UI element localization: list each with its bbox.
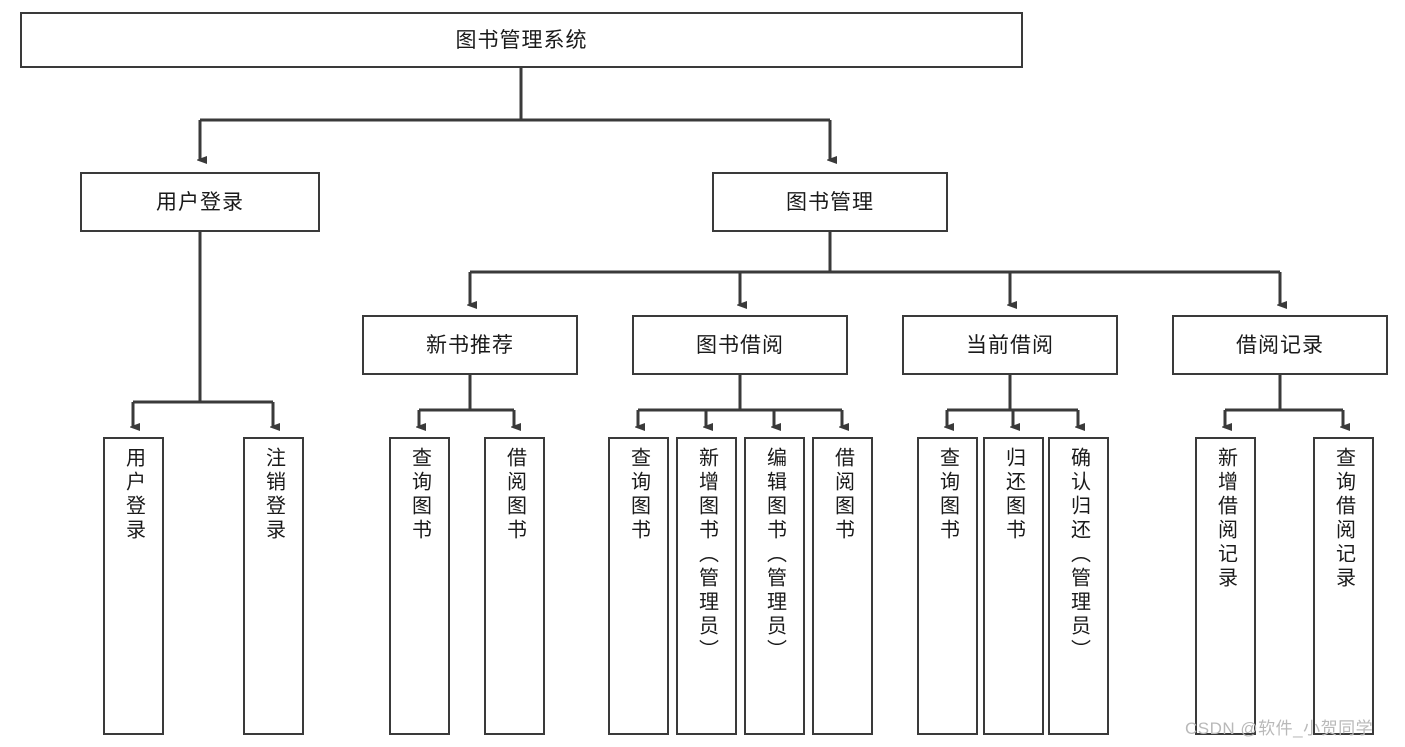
leaf-recommend-query-book-label: 查询图书 bbox=[408, 447, 431, 543]
leaf-return-book[interactable]: 归还图书 bbox=[983, 437, 1044, 735]
leaf-logout-label: 注销登录 bbox=[262, 447, 285, 543]
node-root-label: 图书管理系统 bbox=[455, 28, 588, 52]
leaf-current-query-book[interactable]: 查询图书 bbox=[917, 437, 978, 735]
leaf-add-borrow-record-label: 新增借阅记录 bbox=[1214, 447, 1237, 591]
leaf-recommend-query-book[interactable]: 查询图书 bbox=[389, 437, 450, 735]
leaf-borrow-book-label: 借阅图书 bbox=[831, 447, 854, 543]
node-borrow-record[interactable]: 借阅记录 bbox=[1172, 315, 1388, 375]
node-root[interactable]: 图书管理系统 bbox=[20, 12, 1023, 68]
leaf-recommend-borrow-book-label: 借阅图书 bbox=[503, 447, 526, 543]
node-new-book-recommend-label: 新书推荐 bbox=[426, 333, 514, 357]
leaf-add-borrow-record[interactable]: 新增借阅记录 bbox=[1195, 437, 1256, 735]
leaf-confirm-return-admin-label: 确认归还（管理员） bbox=[1067, 447, 1090, 663]
leaf-borrow-query-book-label: 查询图书 bbox=[627, 447, 650, 543]
node-user-login[interactable]: 用户登录 bbox=[80, 172, 320, 232]
leaf-return-book-label: 归还图书 bbox=[1002, 447, 1025, 543]
leaf-user-login[interactable]: 用户登录 bbox=[103, 437, 164, 735]
leaf-edit-book-admin-label: 编辑图书（管理员） bbox=[763, 447, 786, 663]
leaf-add-book-admin-label: 新增图书（管理员） bbox=[695, 447, 718, 663]
node-current-borrow[interactable]: 当前借阅 bbox=[902, 315, 1118, 375]
node-borrow-record-label: 借阅记录 bbox=[1236, 333, 1324, 357]
leaf-confirm-return-admin[interactable]: 确认归还（管理员） bbox=[1048, 437, 1109, 735]
node-new-book-recommend[interactable]: 新书推荐 bbox=[362, 315, 578, 375]
leaf-add-book-admin[interactable]: 新增图书（管理员） bbox=[676, 437, 737, 735]
node-current-borrow-label: 当前借阅 bbox=[966, 333, 1054, 357]
leaf-query-borrow-record-label: 查询借阅记录 bbox=[1332, 447, 1355, 591]
node-book-management[interactable]: 图书管理 bbox=[712, 172, 948, 232]
leaf-current-query-book-label: 查询图书 bbox=[936, 447, 959, 543]
leaf-user-login-label: 用户登录 bbox=[122, 447, 145, 543]
node-book-borrow-label: 图书借阅 bbox=[696, 333, 784, 357]
node-book-borrow[interactable]: 图书借阅 bbox=[632, 315, 848, 375]
leaf-query-borrow-record[interactable]: 查询借阅记录 bbox=[1313, 437, 1374, 735]
leaf-logout[interactable]: 注销登录 bbox=[243, 437, 304, 735]
leaf-borrow-book[interactable]: 借阅图书 bbox=[812, 437, 873, 735]
node-book-management-label: 图书管理 bbox=[786, 190, 874, 214]
leaf-recommend-borrow-book[interactable]: 借阅图书 bbox=[484, 437, 545, 735]
node-user-login-label: 用户登录 bbox=[156, 190, 244, 214]
leaf-borrow-query-book[interactable]: 查询图书 bbox=[608, 437, 669, 735]
watermark: CSDN @软件_小贺同学 bbox=[1185, 719, 1374, 738]
leaf-edit-book-admin[interactable]: 编辑图书（管理员） bbox=[744, 437, 805, 735]
